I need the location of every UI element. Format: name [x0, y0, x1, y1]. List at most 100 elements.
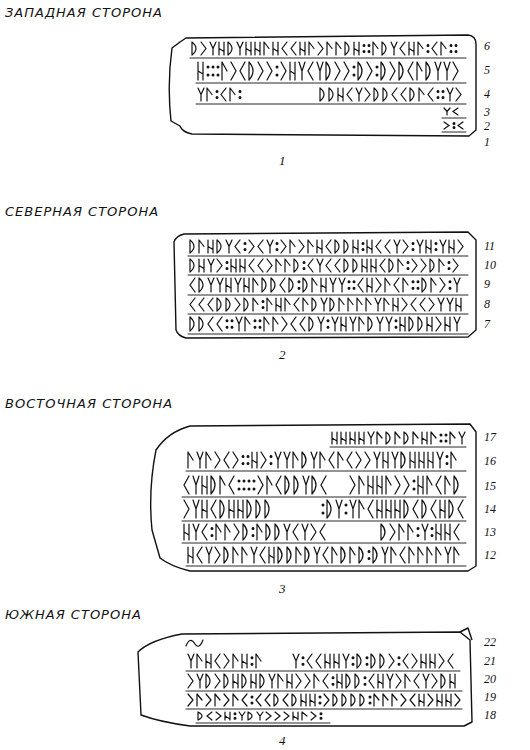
- rune-glyph: [381, 524, 385, 540]
- rune-glyph: [413, 500, 418, 518]
- word-divider: [322, 504, 324, 506]
- rune-glyph: [264, 317, 269, 331]
- rune-glyph: [347, 452, 352, 468]
- rune-glyph: [184, 476, 189, 494]
- rune-glyph: [206, 674, 210, 688]
- rune-glyph: [367, 278, 372, 292]
- word-divider: [445, 434, 447, 436]
- rune-glyph: [430, 259, 434, 272]
- ruling-line: [188, 256, 468, 257]
- rune-glyph: [307, 654, 312, 668]
- rune-glyph: [383, 452, 388, 468]
- word-divider: [253, 480, 255, 482]
- rune-glyph: [249, 259, 254, 272]
- rune-glyph: [394, 240, 400, 253]
- rune-glyph: [235, 298, 240, 311]
- rune-glyph: [308, 240, 313, 253]
- rune-glyph: [367, 62, 372, 80]
- rune-glyph: [384, 298, 389, 311]
- word-divider: [302, 663, 304, 665]
- rune-glyph: [291, 317, 296, 331]
- rune-glyph: [188, 452, 193, 468]
- rune-glyph: [428, 452, 433, 468]
- word-divider: [376, 66, 378, 68]
- rune-glyph: [341, 317, 346, 331]
- rune-glyph: [215, 547, 220, 563]
- rune-glyph: [440, 278, 445, 292]
- rune-glyph: [309, 317, 313, 331]
- rune-glyph: [266, 524, 270, 540]
- rune-glyph: [342, 694, 346, 706]
- rune-glyph: [301, 694, 306, 706]
- rune-glyph: [284, 452, 290, 468]
- rune-glyph: [368, 432, 374, 444]
- rune-glyph: [377, 476, 382, 494]
- rune-glyph: [356, 88, 362, 101]
- rune-glyph: [201, 42, 206, 55]
- ruling-line: [196, 723, 330, 724]
- rune-glyph: [436, 547, 441, 563]
- word-divider: [252, 535, 254, 537]
- word-divider: [442, 91, 444, 93]
- rune-glyph: [211, 500, 216, 518]
- rune-glyph: [400, 317, 405, 331]
- rune-glyph: [217, 259, 222, 272]
- word-divider: [239, 91, 241, 93]
- rune-glyph: [188, 654, 194, 668]
- rune-glyph: [366, 298, 371, 311]
- figure-number: 1: [279, 154, 286, 168]
- rune-glyph: [237, 42, 243, 55]
- ruling-line: [196, 104, 466, 105]
- rune-glyph: [267, 298, 272, 311]
- line-number: 1: [484, 136, 490, 149]
- rune-glyph: [293, 654, 299, 668]
- rune-glyph: [289, 278, 293, 292]
- rune-glyph: [355, 674, 359, 688]
- ruling-line: [186, 671, 460, 672]
- rune-glyph: [303, 298, 308, 311]
- word-divider: [364, 677, 366, 679]
- rune-glyph: [358, 278, 363, 292]
- rune-glyph: [265, 500, 269, 518]
- rune-glyph: [350, 500, 356, 518]
- rune-glyph: [414, 674, 419, 688]
- rune-glyph: [327, 42, 332, 55]
- rune-glyph: [438, 298, 444, 311]
- rune-glyph: [375, 298, 381, 311]
- word-divider: [345, 504, 347, 506]
- rune-glyph: [337, 674, 342, 688]
- rune-glyph: [401, 452, 405, 468]
- rune-glyph: [382, 547, 388, 563]
- rune-glyph: [197, 654, 202, 668]
- rune-glyph: [274, 694, 278, 706]
- rune-glyph: [376, 278, 381, 292]
- rune-glyph: [208, 240, 213, 253]
- rune-glyph: [234, 524, 239, 540]
- rune-glyph: [233, 674, 238, 688]
- rune-glyph: [284, 712, 289, 720]
- rune-glyph: [253, 298, 258, 311]
- rune-glyph: [335, 240, 339, 253]
- word-divider: [368, 51, 370, 53]
- rune-glyph: [217, 278, 223, 292]
- figure-number: 3: [279, 582, 286, 596]
- rune-glyph: [258, 476, 263, 494]
- rune-glyph: [360, 694, 364, 706]
- rune-glyph: [428, 88, 433, 101]
- word-divider: [216, 91, 218, 93]
- rune-glyph: [258, 259, 263, 272]
- rune-glyph: [412, 654, 417, 668]
- rune-glyph: [293, 452, 298, 468]
- rune-glyph: [453, 62, 458, 80]
- rune-glyph: [359, 476, 364, 494]
- rune-glyph: [188, 547, 193, 563]
- word-divider: [252, 528, 254, 530]
- rune-glyph: [233, 547, 238, 563]
- rune-glyph: [435, 62, 441, 80]
- word-divider: [248, 480, 250, 482]
- line-number: 2: [484, 120, 490, 133]
- word-divider: [412, 243, 414, 245]
- word-divider: [212, 66, 214, 68]
- word-divider: [353, 281, 355, 283]
- word-divider: [217, 74, 219, 76]
